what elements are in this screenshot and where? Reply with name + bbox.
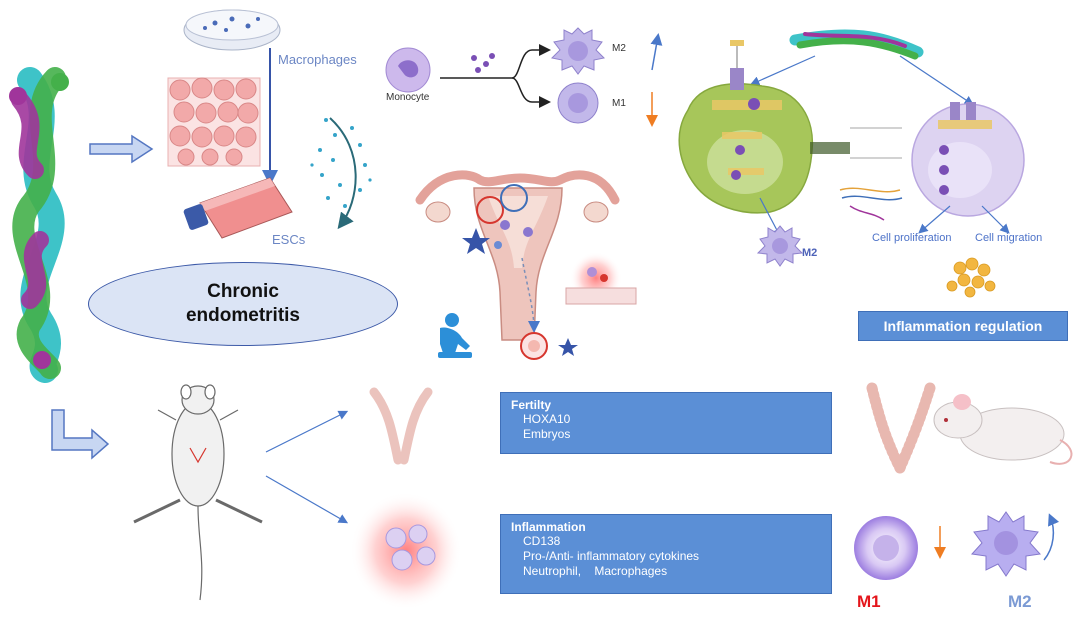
- secreted-particles-icon: [310, 118, 372, 208]
- uterine-horns-icon: [369, 387, 433, 465]
- inflammation-item-cd138: CD138: [523, 534, 561, 548]
- inflamed-cells-icon: [350, 492, 462, 610]
- chronic-endometritis-ellipse: Chronic endometritis: [88, 262, 398, 346]
- macrophages-label: Macrophages: [278, 52, 357, 67]
- m1-large-label: M1: [857, 592, 881, 611]
- star-icon: [462, 228, 490, 254]
- cell-migration-label: Cell migration: [975, 232, 1043, 244]
- neutrophil-label: Neutrophil,: [523, 564, 582, 578]
- macrophages-cell-label: Macrophages: [594, 564, 668, 578]
- uterus-icon: [415, 170, 620, 341]
- m2-macrophage-large-icon: [970, 511, 1042, 577]
- m1-top-label: M1: [612, 98, 626, 109]
- arrow-to-uterus: [265, 410, 349, 453]
- inflammation-inset-icon: [565, 252, 637, 305]
- inflammation-box: Inflammation CD138 Pro-/Anti- inflammato…: [500, 514, 832, 594]
- escs-label: ESCs: [272, 232, 306, 247]
- monocyte-label: Monocyte: [386, 92, 430, 103]
- distressed-person-icon: [438, 313, 472, 358]
- chronic-line2: endometritis: [185, 305, 301, 326]
- embryo-icon: [520, 332, 548, 360]
- inflammation-regulation-box: Inflammation regulation: [858, 311, 1068, 341]
- cytokine-dots-icon: [471, 53, 495, 73]
- polarization-arrows: [440, 44, 551, 108]
- m1-macrophage-icon: [557, 82, 599, 124]
- arrow-to-inflammation: [265, 475, 349, 524]
- culture-flask-icon: [183, 177, 293, 239]
- inflammation-heading: Inflammation: [511, 520, 586, 534]
- rat-injection-icon: [133, 384, 263, 601]
- nanoparticle-cluster-icon: [946, 257, 996, 298]
- inflammation-item-cells: Neutrophil, Macrophages: [511, 564, 821, 579]
- right-arrow-icon: [89, 134, 154, 164]
- l-arrow-icon: [51, 409, 110, 460]
- m2-macrophage-icon: [550, 27, 606, 75]
- cell-proliferation-label: Cell proliferation: [872, 232, 952, 244]
- fertility-box: Fertilty HOXA10 Embryos: [500, 392, 832, 454]
- protein-structure-icon: [9, 67, 69, 383]
- chronic-line1: Chronic: [207, 281, 279, 302]
- m2-large-label: M2: [1008, 592, 1032, 611]
- increase-arrow-icon: [650, 33, 663, 71]
- curved-arrow-icon: [329, 117, 357, 230]
- fertility-heading: Fertilty: [511, 398, 552, 412]
- tissue-cells-icon: [167, 77, 261, 167]
- uterine-horns-right-icon: [866, 382, 936, 474]
- dashed-arrow-icon: [521, 257, 540, 333]
- m2-macrophage-small-icon: [756, 225, 804, 267]
- monocyte-cell-icon: [385, 47, 431, 93]
- dna-icon: [839, 187, 903, 221]
- mouse-icon: [933, 394, 1073, 465]
- m1-macrophage-large-icon: [854, 516, 918, 580]
- pathway-panel: [678, 29, 1025, 239]
- star-icon-small: [558, 338, 578, 356]
- increase-arrow-bottom-icon: [1043, 513, 1060, 561]
- fertility-item-hoxa10: HOXA10: [523, 412, 571, 426]
- inflammation-item-cytokines: Pro-/Anti- inflammatory cytokines: [523, 549, 700, 563]
- fertility-item-embryos: Embryos: [523, 427, 571, 441]
- m2-top-label: M2: [612, 43, 626, 54]
- m2-cell-label: M2: [802, 247, 818, 259]
- petri-dish-icon: [183, 9, 281, 51]
